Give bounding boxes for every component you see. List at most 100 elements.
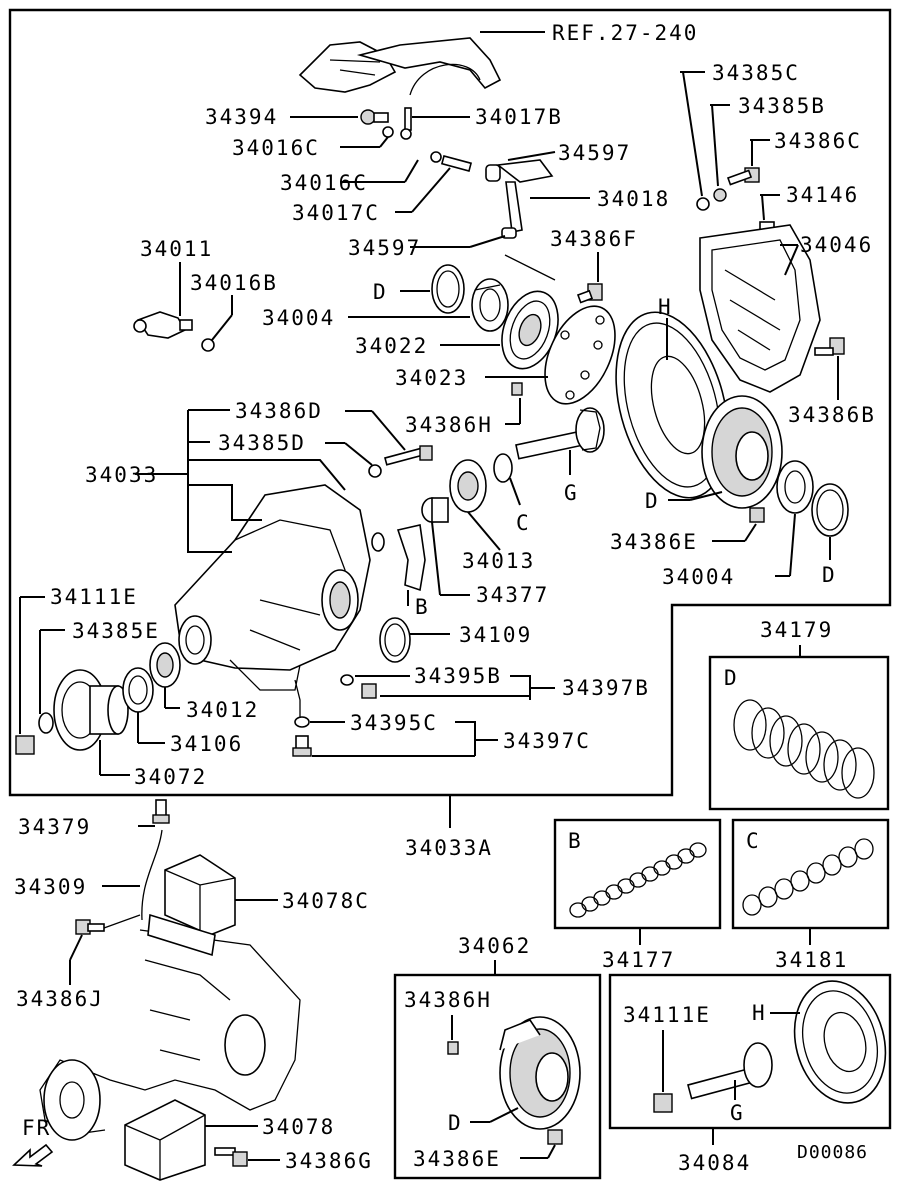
kit-34062-box (393, 973, 602, 1180)
gasket-34395b-icon (340, 674, 354, 686)
shim-set-d-icon (733, 699, 875, 799)
ring-gear-h-icon (615, 311, 729, 499)
label-34386e: 34386E (610, 530, 698, 554)
bolt-34386g-icon (214, 1147, 248, 1167)
label-34033: 34033 (85, 463, 158, 487)
label-34385d: 34385D (218, 431, 306, 455)
key-h: H (658, 295, 673, 319)
label-34386b: 34386B (788, 403, 876, 427)
label-34386f: 34386F (550, 227, 638, 251)
label-34017c: 34017C (292, 201, 380, 225)
breather-pipe-34017c-icon (430, 151, 473, 172)
shim-set-b-icon (569, 842, 707, 918)
label-34309: 34309 (14, 875, 87, 899)
bolt-34386h-kit-icon (447, 1041, 459, 1055)
reference-bracket-icon (298, 37, 502, 96)
kit-34084-nut-label: 34111E (623, 1003, 711, 1027)
oring-d-b-icon (811, 483, 849, 537)
assembly-number: 34033A (405, 836, 493, 860)
kit-34084-key-h: H (752, 1001, 767, 1025)
kit-34062-key-d: D (448, 1111, 463, 1135)
label-34013: 34013 (462, 549, 535, 573)
bolt-34386e-icon (749, 507, 765, 523)
washer-34016b-icon (201, 338, 215, 352)
clamp-34597-icon (501, 227, 517, 239)
label-34109: 34109 (459, 623, 532, 647)
label-34386j: 34386J (16, 987, 104, 1011)
label-34597-a: 34597 (558, 141, 631, 165)
label-34379: 34379 (18, 815, 91, 839)
label-34386c: 34386C (774, 129, 862, 153)
key-d-a: D (373, 280, 388, 304)
label-34078: 34078 (262, 1115, 335, 1139)
label-34385c: 34385C (712, 61, 800, 85)
kit-34177-box (553, 818, 722, 930)
washer-34385b-icon (713, 188, 727, 202)
label-34016b: 34016B (190, 271, 278, 295)
gasket-34395c-icon (294, 716, 310, 728)
label-34072: 34072 (134, 765, 207, 789)
label-34111e: 34111E (50, 585, 138, 609)
kit-34062-bolt-e-label: 34386E (413, 1147, 501, 1171)
label-34386g: 34386G (285, 1149, 373, 1173)
breather-34017b-icon (400, 107, 412, 140)
kit-34179-box (708, 655, 890, 811)
spacer-c-icon (493, 453, 513, 483)
label-34597-b: 34597 (348, 236, 421, 260)
label-34395c: 34395C (350, 711, 438, 735)
kit-34179-number: 34179 (760, 618, 833, 642)
label-34016c-a: 34016C (232, 136, 320, 160)
label-34146: 34146 (786, 183, 859, 207)
washer-34385d-icon (368, 464, 382, 478)
label-34395b: 34395B (414, 664, 502, 688)
front-direction-arrow-icon (12, 1143, 54, 1167)
label-34106: 34106 (170, 732, 243, 756)
nut-34111e-kit-icon (653, 1093, 673, 1113)
seal-34109-icon (379, 617, 411, 663)
bolt-34386h-icon (511, 382, 523, 396)
label-34022: 34022 (355, 334, 428, 358)
label-34078c: 34078C (282, 889, 370, 913)
drive-pinion-g-icon (515, 407, 605, 460)
kit-34084-key-g: G (730, 1101, 745, 1125)
bearing-34013-icon (449, 459, 487, 513)
sensor-34011-icon (133, 311, 193, 339)
ref-label: REF.27-240 (552, 21, 698, 45)
kit-34181-number: 34181 (775, 948, 848, 972)
bolt-34386j-icon (75, 919, 105, 935)
bracket-b-icon (371, 524, 426, 592)
ring-gear-h-kit-icon (793, 980, 887, 1104)
washer-34385e-icon (38, 712, 54, 734)
label-34385b: 34385B (738, 94, 826, 118)
label-34023: 34023 (395, 366, 468, 390)
damper-bracket-34078c-icon (147, 854, 236, 957)
bearing-34004-b-icon (776, 460, 814, 514)
pinion-g-kit-icon (687, 1042, 773, 1100)
label-34017b: 34017B (475, 105, 563, 129)
main-assembly-frame (8, 8, 892, 797)
label-34011: 34011 (140, 237, 213, 261)
plug-34397b-icon (361, 683, 377, 699)
harness-34309-icon (141, 829, 163, 921)
label-34397b: 34397B (562, 676, 650, 700)
hose-34018-icon (485, 159, 554, 233)
spacer-34377-icon (421, 497, 449, 523)
key-d-b: D (645, 489, 660, 513)
cover-34046-icon (699, 224, 821, 393)
bearing-34004-icon (471, 278, 509, 332)
differential-case-kit-icon (499, 1016, 581, 1130)
kit-34084-number: 34084 (678, 1151, 751, 1175)
key-b: B (415, 595, 430, 619)
label-34377: 34377 (476, 583, 549, 607)
flange-34072-icon (53, 669, 129, 751)
label-34397c: 34397C (503, 729, 591, 753)
differential-case-d-icon (701, 395, 783, 509)
bolt-34386d-icon (384, 445, 433, 466)
label-34016c-b: 34016C (280, 171, 368, 195)
kit-34177-key: B (568, 829, 583, 853)
label-34386h: 34386H (405, 413, 493, 437)
nut-34111e-icon (15, 735, 35, 755)
key-g: G (564, 481, 579, 505)
label-34004-b: 34004 (662, 565, 735, 589)
